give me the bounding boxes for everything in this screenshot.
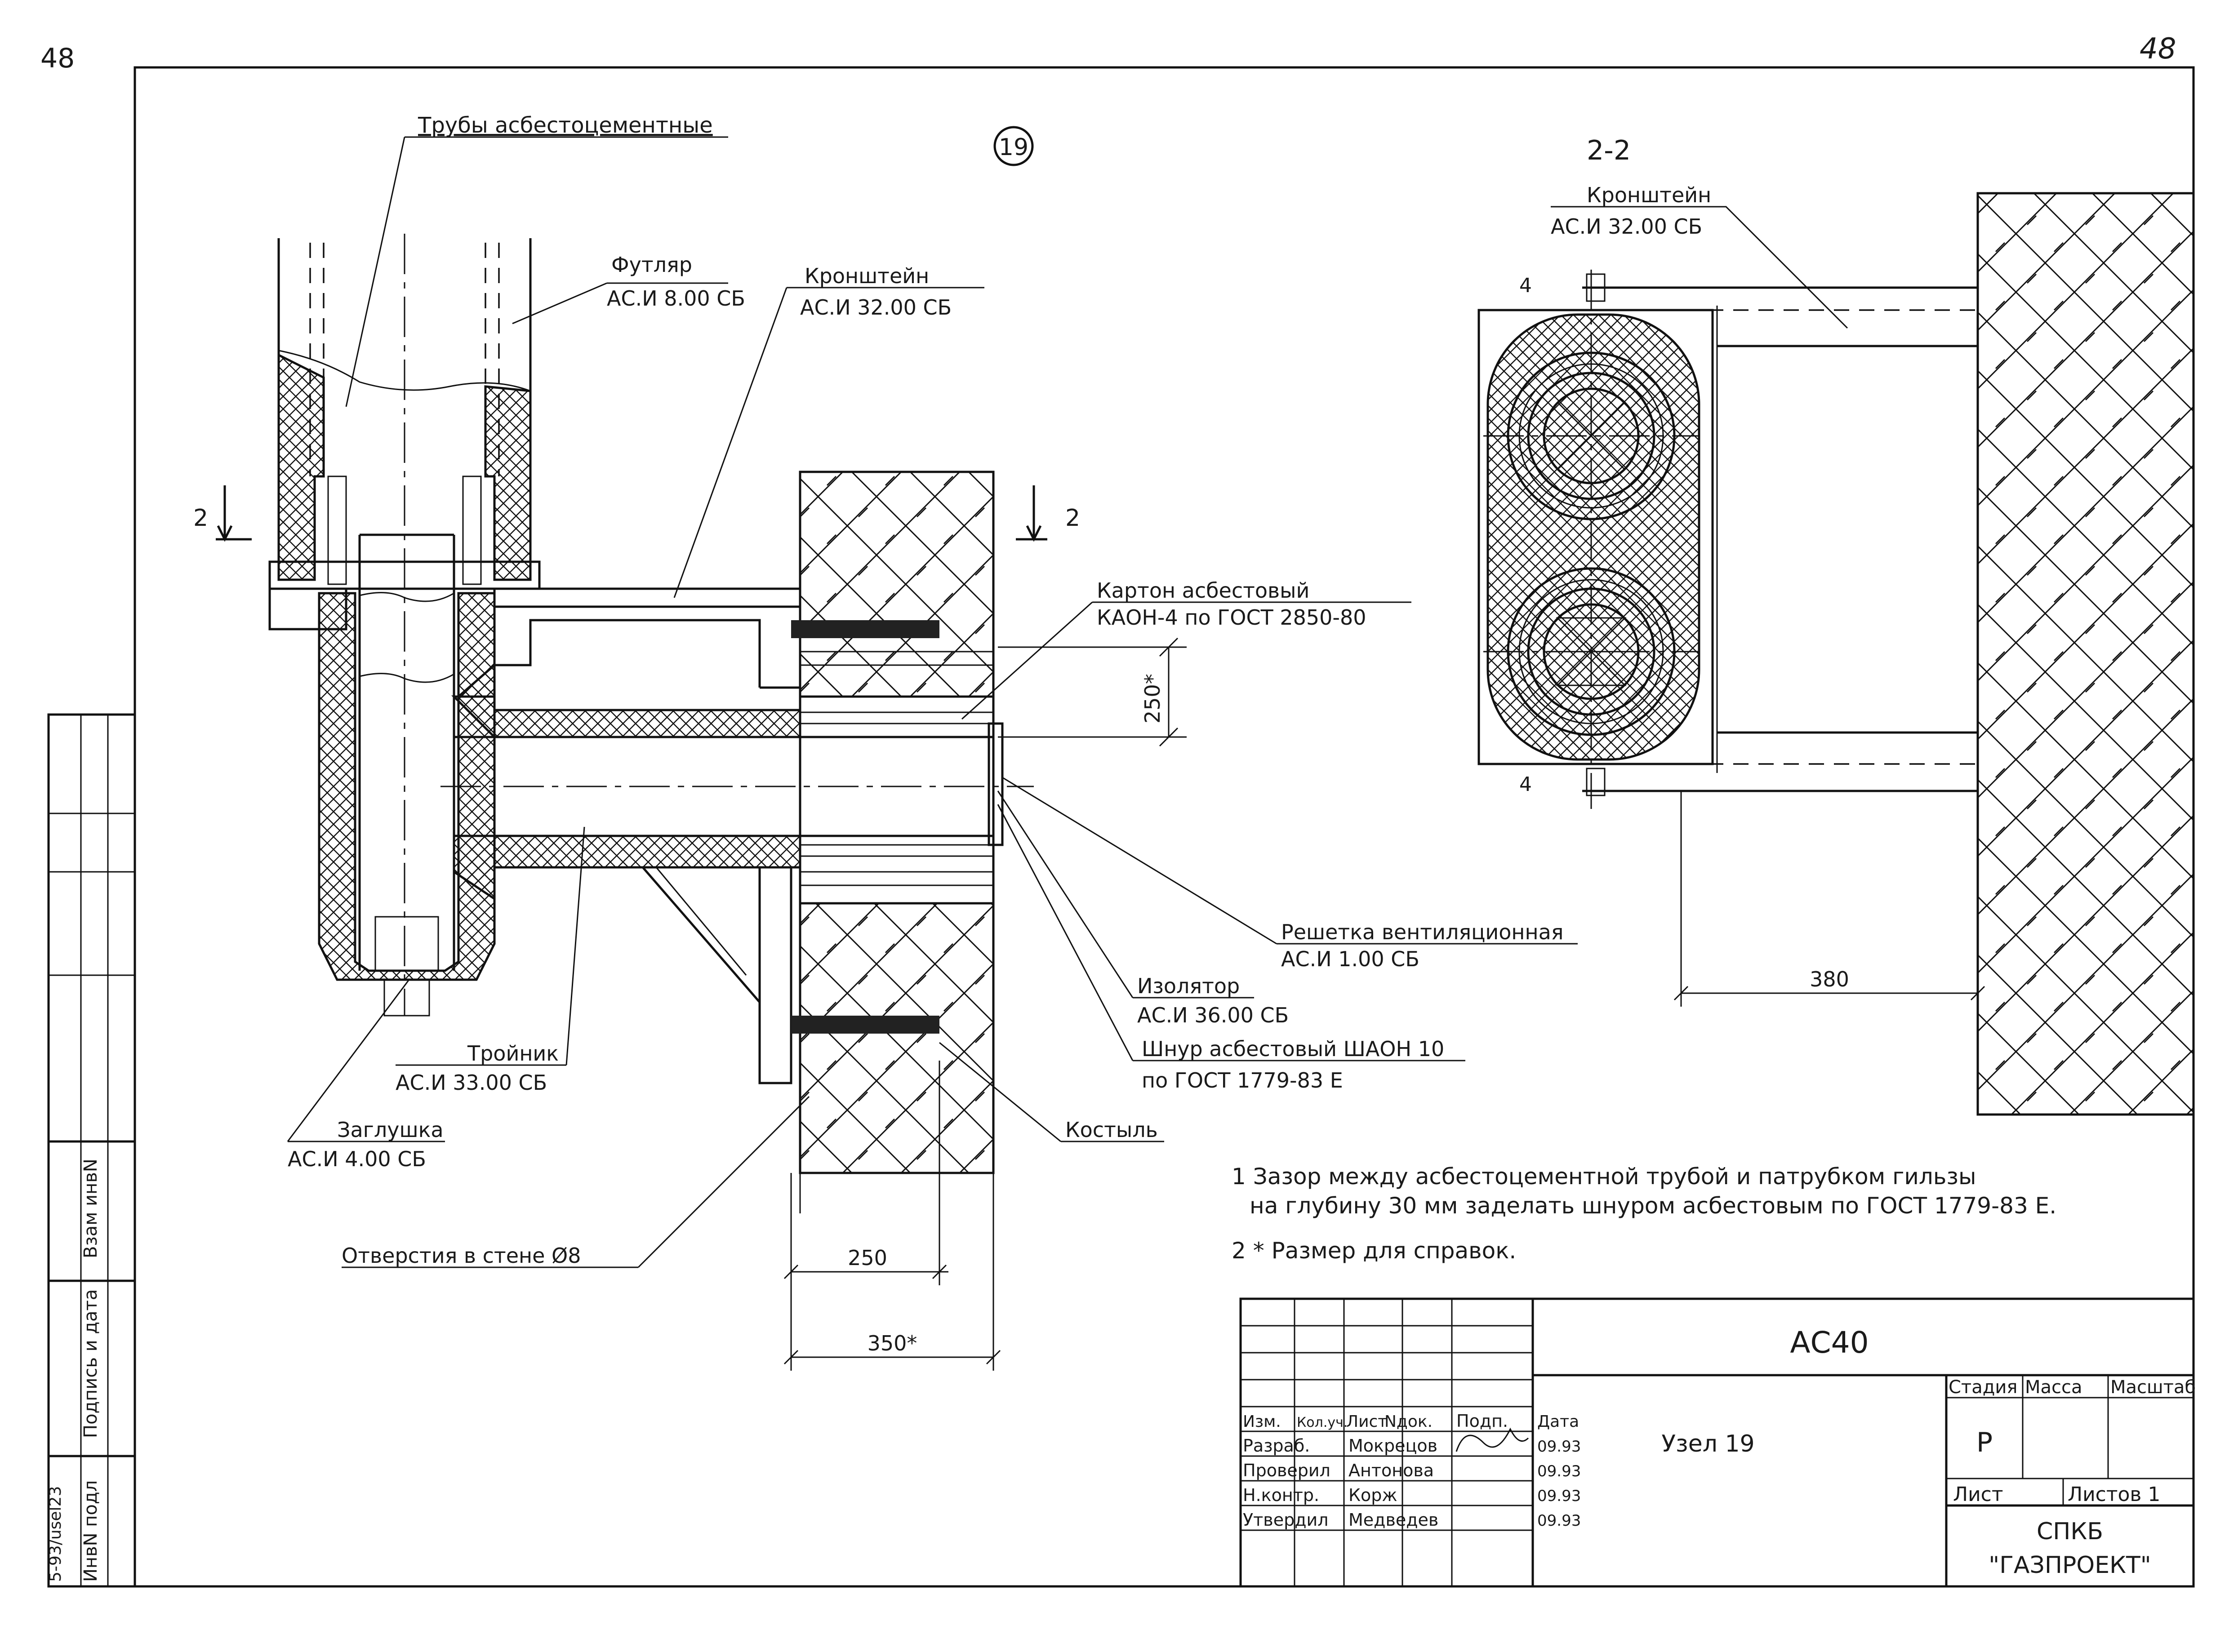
- elevation-view: 19: [193, 113, 1578, 1371]
- section-four-top: 4: [1519, 274, 1532, 297]
- section-label-bracket-ref: АС.И 32.00 СБ: [1551, 214, 1702, 239]
- tb-mass-header: Масса: [2025, 1377, 2082, 1398]
- dim-380-text: 380: [1810, 967, 1849, 991]
- note-1-line-2: на глубину 30 мм заделать шнуром асбесто…: [1250, 1193, 2056, 1219]
- label-cord-name: Шнур асбестовый ШАОН 10: [1142, 1037, 1444, 1061]
- tb-h-izm: Изм.: [1243, 1412, 1281, 1431]
- tb-row-1-date: 09.93: [1537, 1438, 1581, 1456]
- label-grille-name: Решетка вентиляционная: [1281, 920, 1563, 944]
- label-case-ref: АС.И 8.00 СБ: [607, 286, 745, 311]
- tb-row-1-role: Разраб.: [1243, 1436, 1310, 1456]
- signature: [1455, 1427, 1529, 1452]
- label-bracket-ref: АС.И 32.00 СБ: [800, 295, 952, 320]
- tb-row-3-date: 09.93: [1537, 1487, 1581, 1505]
- label-cord-ref: по ГОСТ 1779-83 Е: [1142, 1068, 1343, 1092]
- stamp-code: 5-93/usel23: [46, 1486, 65, 1582]
- tb-title: Узел 19: [1661, 1430, 1754, 1457]
- section-marker-right-label: 2: [1065, 505, 1080, 532]
- label-cardboard-name: Картон асбестовый: [1097, 578, 1309, 603]
- section-marker-left: 2: [193, 485, 252, 542]
- label-spike: Костыль: [1065, 1118, 1158, 1142]
- stamp-vzam: Взам инвN: [80, 1159, 101, 1258]
- section-2-2: 2-2 4 4: [1477, 135, 2195, 1116]
- label-insulator-name: Изолятор: [1137, 974, 1240, 998]
- tb-stage: Р: [1976, 1427, 1993, 1458]
- page-number-left: 48: [40, 43, 75, 74]
- tb-row-3-role: Н.контр.: [1243, 1485, 1319, 1505]
- tb-org-1: СПКБ: [2037, 1518, 2103, 1545]
- label-bracket-name: Кронштейн: [805, 264, 929, 288]
- page-number-right: 48: [2140, 32, 2176, 66]
- tb-h-kol: Кол.уч.: [1297, 1415, 1348, 1430]
- tb-h-list: Лист: [1346, 1412, 1387, 1431]
- dimension-250: 250: [783, 1061, 948, 1285]
- tb-h-data: Дата: [1537, 1412, 1579, 1431]
- label-grille-ref: АС.И 1.00 СБ: [1281, 947, 1419, 971]
- label-tee-name: Тройник: [467, 1041, 559, 1066]
- tb-row-4-role: Утвердил: [1243, 1510, 1328, 1530]
- tb-row-2-role: Проверил: [1243, 1461, 1330, 1480]
- tb-code: АС40: [1790, 1325, 1869, 1360]
- dimension-380: 380: [1673, 791, 1985, 1007]
- tb-row-4-name: Медведев: [1348, 1510, 1438, 1530]
- dim-250-vertical-text: 250*: [1140, 674, 1165, 724]
- label-tee-ref: АС.И 33.00 СБ: [396, 1070, 547, 1095]
- tb-row-1-name: Мокрецов: [1348, 1436, 1437, 1456]
- notes: 1 Зазор между асбестоцементной трубой и …: [1232, 1164, 2056, 1264]
- tb-org-2: "ГАЗПРОЕКТ": [1989, 1552, 2151, 1579]
- label-insulator-ref: АС.И 36.00 СБ: [1137, 1003, 1289, 1027]
- tb-sheets-header: Листов 1: [2068, 1483, 2160, 1506]
- section-marker-left-label: 2: [193, 505, 208, 532]
- stamp-inv: ИнвN подл: [80, 1480, 101, 1582]
- sheet-frame: [133, 66, 2195, 1588]
- dim-350-text: 350*: [868, 1331, 917, 1355]
- label-case-name: Футляр: [611, 253, 692, 277]
- tb-row-3-name: Корж: [1348, 1485, 1397, 1505]
- leaders: [287, 136, 1578, 1268]
- tb-row-4-date: 09.93: [1537, 1512, 1581, 1530]
- label-pipes: Трубы асбестоцементные: [418, 113, 713, 138]
- label-cardboard-ref: КАОН-4 по ГОСТ 2850-80: [1097, 605, 1366, 630]
- tb-h-ndok: Nдок.: [1384, 1412, 1433, 1431]
- title-block: Изм. Кол.уч. Лист Nдок. Подп. Дата Разра…: [1239, 1297, 2196, 1588]
- tb-scale-header: Масштаб: [2110, 1377, 2196, 1398]
- label-plug-name: Заглушка: [337, 1118, 444, 1142]
- dimension-350: 350*: [783, 1173, 1001, 1371]
- tb-stage-header: Стадия: [1949, 1377, 2017, 1398]
- section-label-bracket-name: Кронштейн: [1587, 183, 1711, 207]
- detail-number: 19: [999, 134, 1028, 161]
- tb-row-2-name: Антонова: [1348, 1461, 1434, 1480]
- note-1-line-1: 1 Зазор между асбестоцементной трубой и …: [1232, 1164, 1976, 1190]
- label-holes: Отверстия в стене Ø8: [342, 1243, 581, 1268]
- section-title: 2-2: [1587, 135, 1631, 166]
- tb-h-podp: Подп.: [1456, 1411, 1508, 1431]
- section-marker-right: 2: [1016, 485, 1080, 542]
- tb-sheet-header: Лист: [1953, 1483, 2003, 1506]
- dimension-250-vertical: 250*: [998, 637, 1187, 747]
- side-stamp: Взам инвN Подпись и дата ИнвN подл 5-93/…: [46, 713, 136, 1588]
- label-plug-ref: АС.И 4.00 СБ: [288, 1147, 426, 1171]
- note-2: 2 * Размер для справок.: [1232, 1238, 1516, 1264]
- stamp-podpis: Подпись и дата: [80, 1289, 101, 1438]
- section-four-bottom: 4: [1519, 773, 1532, 796]
- tb-row-2-date: 09.93: [1537, 1462, 1581, 1480]
- dim-250-text: 250: [848, 1246, 887, 1270]
- detail-number-circle: [993, 126, 1034, 166]
